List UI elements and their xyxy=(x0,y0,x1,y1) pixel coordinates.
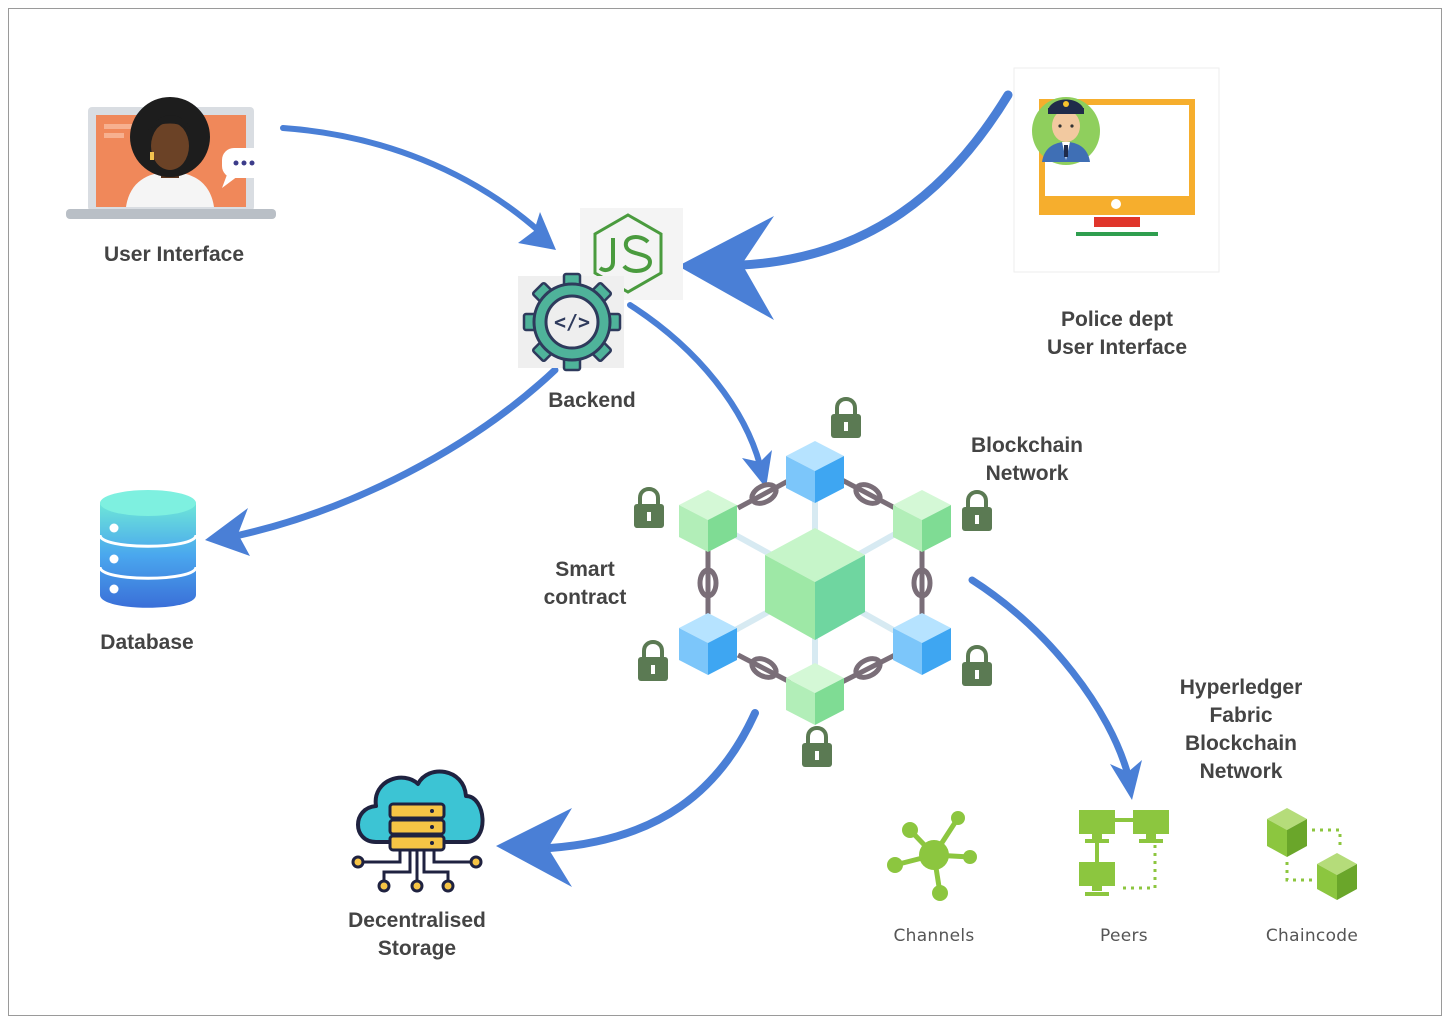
arrow-ui-to-backend xyxy=(280,125,556,250)
channels-icon xyxy=(887,811,977,901)
police-monitor-icon xyxy=(1013,67,1220,273)
cube-bottom xyxy=(786,663,844,725)
smart-contract-label: Smart contract xyxy=(543,558,627,609)
center-cube xyxy=(765,528,865,640)
lock-icon xyxy=(802,726,832,767)
database-label: Database xyxy=(100,631,194,654)
backend-label: Backend xyxy=(548,389,636,412)
database-icon xyxy=(98,490,198,608)
cube-bottom-left xyxy=(679,613,737,675)
chaincode-icon xyxy=(1267,808,1357,900)
lock-icon xyxy=(962,490,992,531)
police-ui-label: Police dept User Interface xyxy=(1046,308,1188,359)
storage-label: Decentralised Storage xyxy=(348,909,486,960)
lock-icon xyxy=(962,645,992,686)
blockchain-network-icon xyxy=(634,397,992,767)
cube-top-left xyxy=(679,490,737,552)
peers-icon xyxy=(1079,810,1169,896)
blockchain-network-label: Blockchain Network xyxy=(970,434,1084,485)
cloud-storage-icon xyxy=(351,769,485,893)
lock-icon xyxy=(638,640,668,681)
lock-icon xyxy=(831,397,861,438)
arrows xyxy=(205,90,1142,887)
lock-icons xyxy=(634,397,992,767)
arrow-blockchain-to-fabric xyxy=(968,576,1142,800)
svg-text:</>: </> xyxy=(554,310,590,334)
arrow-police-to-backend xyxy=(678,90,1013,320)
arrow-backend-to-database xyxy=(205,366,559,556)
hyperledger-label: Hyperledger Fabric Blockchain Network xyxy=(1179,676,1303,783)
arrow-blockchain-to-storage xyxy=(496,709,759,887)
cube-top xyxy=(786,441,844,503)
user-interface-label: User Interface xyxy=(103,243,245,266)
peers-label: Peers xyxy=(1100,926,1148,946)
cube-top-right xyxy=(893,490,951,552)
chaincode-label: Chaincode xyxy=(1265,926,1359,946)
user-laptop-icon xyxy=(66,97,276,219)
cube-bottom-right xyxy=(893,613,951,675)
code-gear-icon: </> xyxy=(518,272,624,372)
arrow-backend-to-blockchain xyxy=(627,302,772,488)
channels-label: Channels xyxy=(893,926,975,946)
lock-icon xyxy=(634,487,664,528)
